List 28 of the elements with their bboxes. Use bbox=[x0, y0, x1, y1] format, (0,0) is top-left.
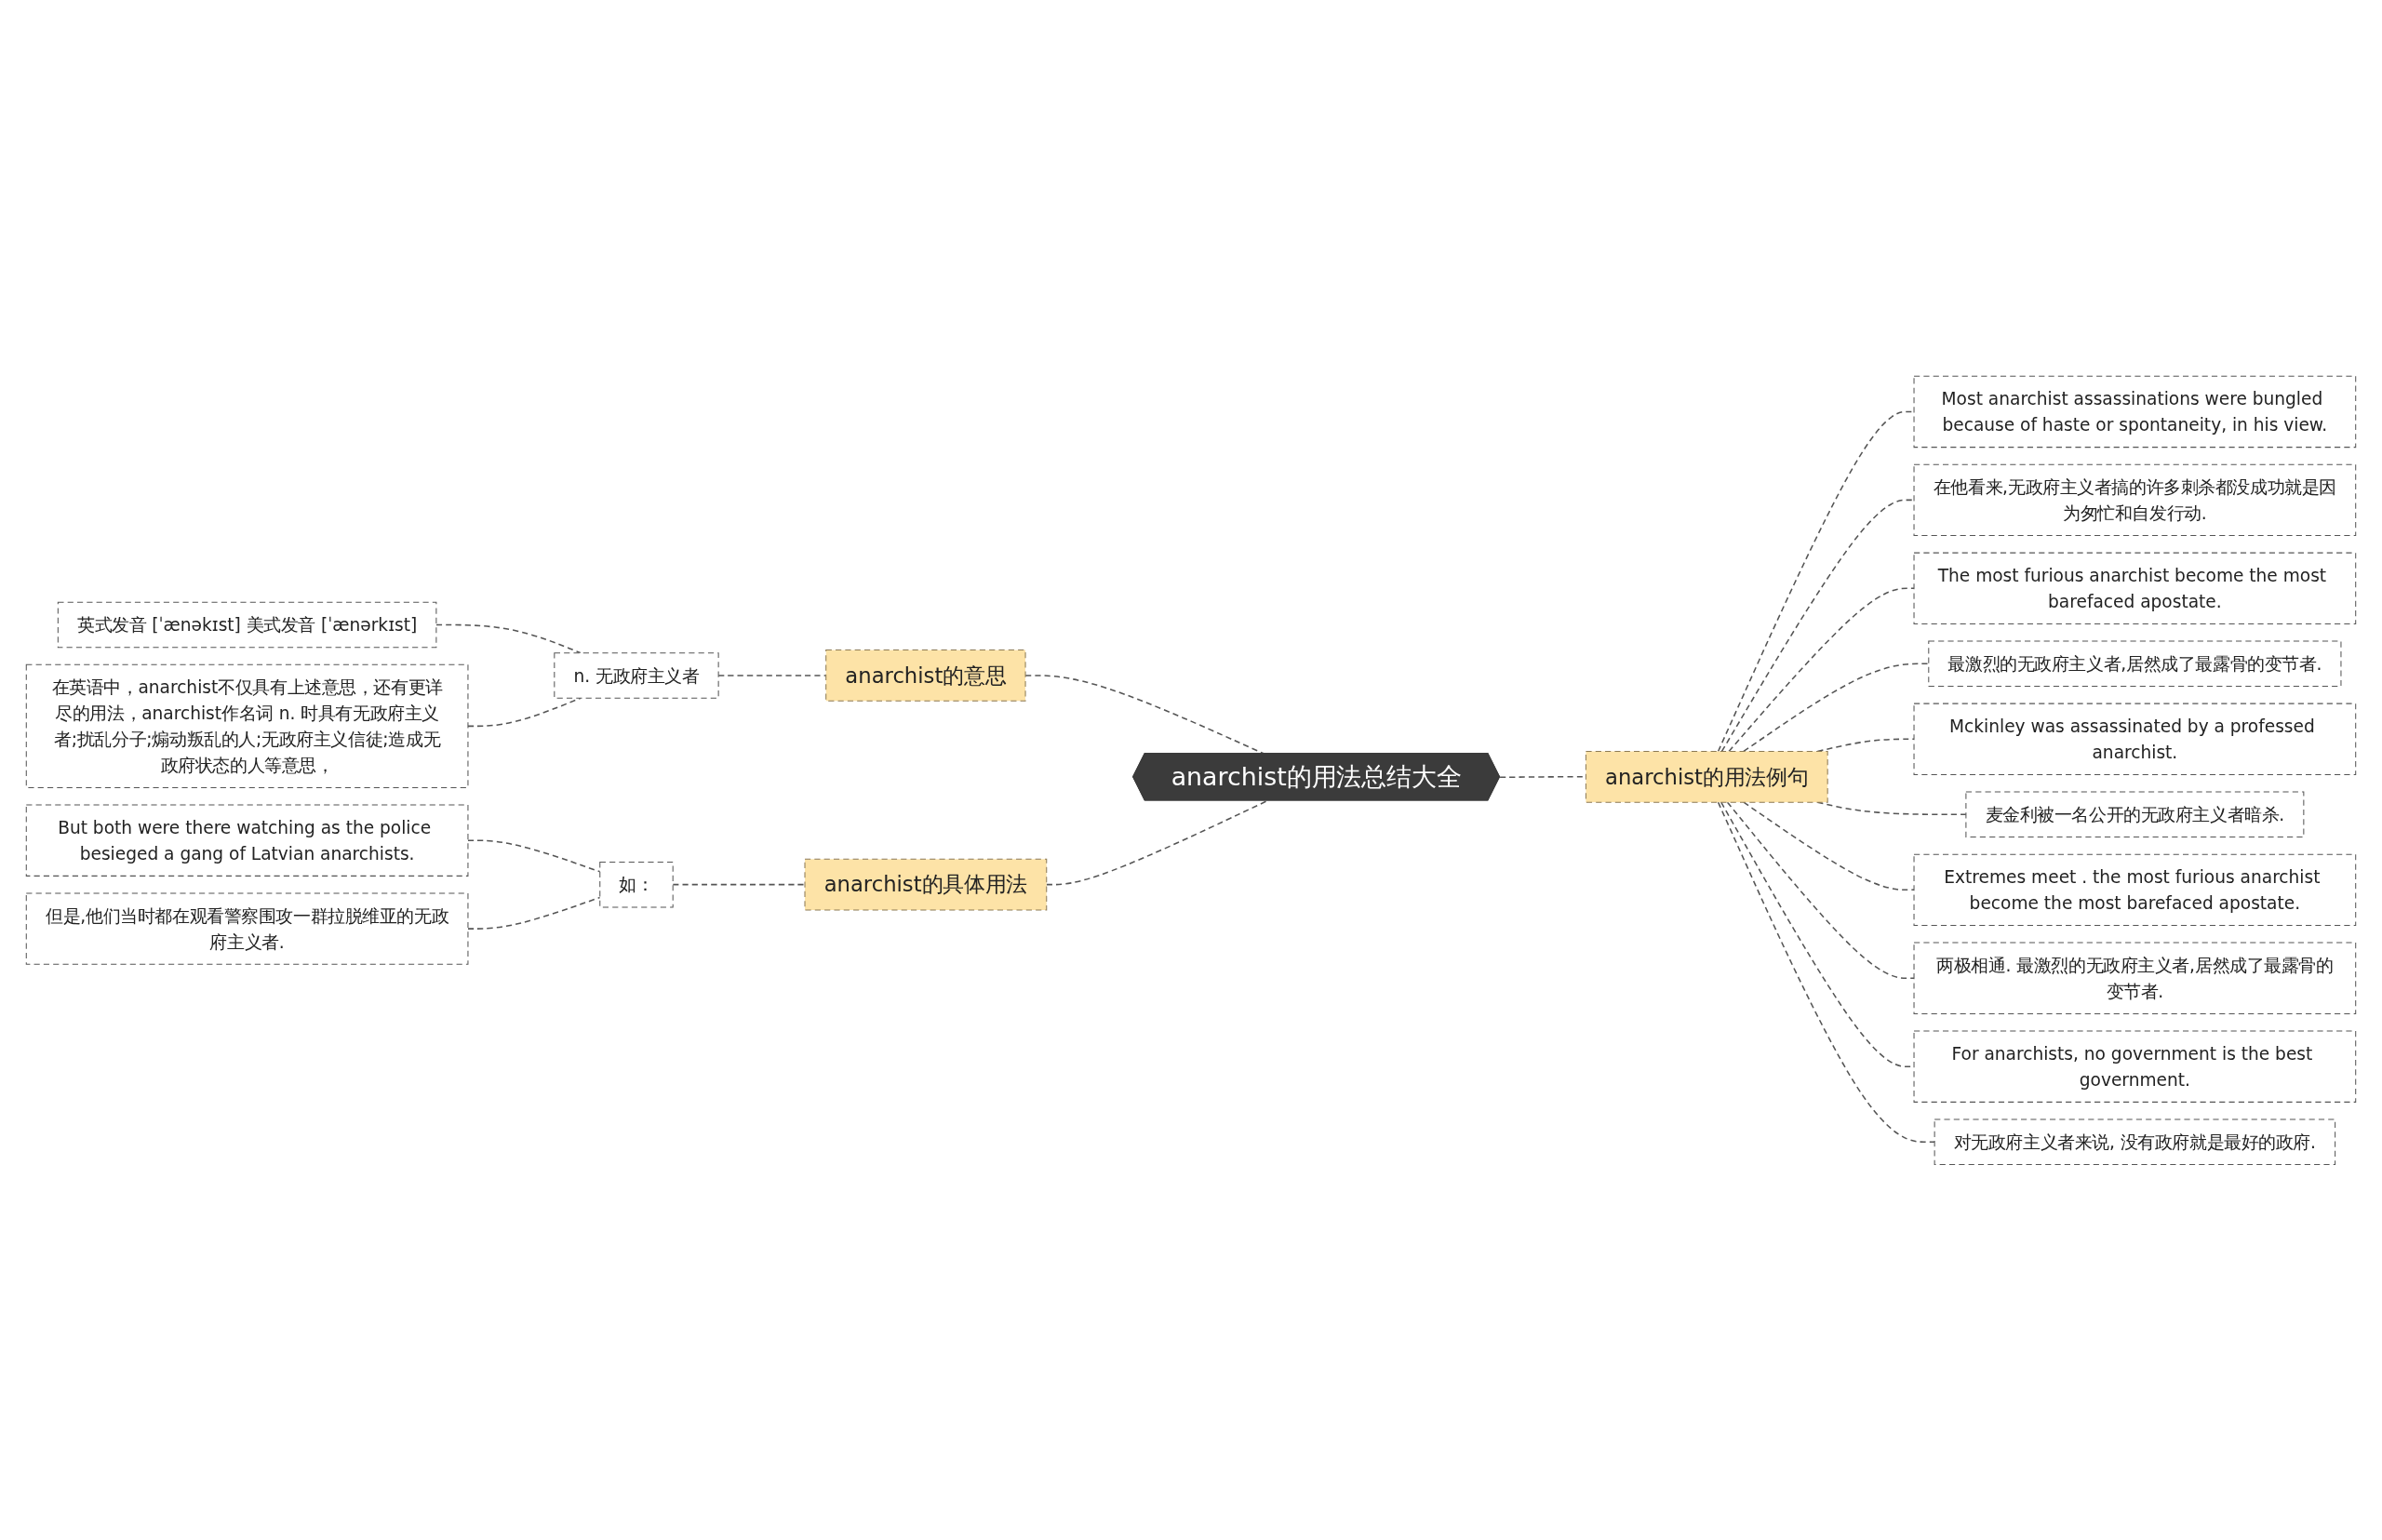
connector bbox=[1717, 410, 1915, 752]
connector bbox=[1717, 801, 1935, 1143]
node-box: 英式发音 [ˈænəkɪst] 美式发音 [ˈænərkɪst] bbox=[57, 601, 437, 648]
node-box: 最激烈的无政府主义者,居然成了最露骨的变节者. bbox=[1928, 640, 2342, 687]
node-box: 麦金利被一名公开的无政府主义者暗杀. bbox=[1965, 791, 2305, 837]
node-box: 对无政府主义者来说, 没有政府就是最好的政府. bbox=[1934, 1118, 2336, 1165]
node-box: 如： bbox=[599, 861, 674, 908]
connector bbox=[467, 697, 582, 727]
node-box: 两极相通. 最激烈的无政府主义者,居然成了最露骨的变节者. bbox=[1913, 942, 2357, 1014]
node-box: 在他看来,无政府主义者搞的许多刺杀都没成功就是因为匆忙和自发行动. bbox=[1913, 463, 2357, 536]
node-box: 在英语中，anarchist不仅具有上述意思，还有更详尽的用法，anarchist作名词 n. 时具有无政府主义者;扰乱分子;煽动叛乱的人;无政府主义信徒;造成无政府状态的人等意思， bbox=[25, 663, 469, 788]
connector bbox=[1728, 587, 1915, 752]
node-box: The most furious anarchist become the most barefaced apostate. bbox=[1913, 552, 2357, 624]
node-box: anarchist的具体用法 bbox=[804, 858, 1048, 911]
node-box: But both were there watching as the police besieged a gang of Latvian anarchists. bbox=[25, 804, 469, 877]
node-box: Extremes meet . the most furious anarchist become the most barefaced apostate. bbox=[1913, 853, 2357, 926]
connector bbox=[1726, 801, 1915, 979]
node-box: Mckinley was assassinated by a professed anarchist. bbox=[1913, 703, 2357, 775]
connector bbox=[1720, 499, 1915, 752]
node-box: 但是,他们当时都在观看警察围攻一群拉脱维亚的无政府主义者. bbox=[25, 892, 469, 965]
node-box: anarchist的意思 bbox=[825, 649, 1026, 702]
connector bbox=[1720, 801, 1915, 1067]
connector bbox=[435, 623, 582, 654]
node-box: Most anarchist assassinations were bungled because of haste or spontaneity, in his view. bbox=[1913, 375, 2357, 448]
connector bbox=[1743, 801, 1915, 891]
node-box: n. 无政府主义者 bbox=[554, 651, 719, 699]
node-box: For anarchists, no government is the best government. bbox=[1913, 1030, 2357, 1103]
node-box: anarchist的用法例句 bbox=[1585, 750, 1828, 803]
